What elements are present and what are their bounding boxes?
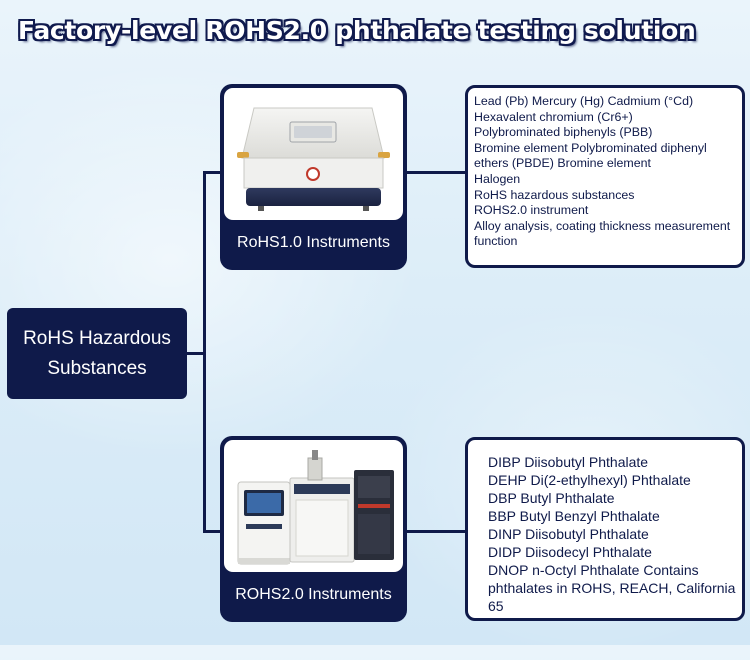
feature-item: BBP Butyl Benzyl Phthalate [488,508,660,524]
connector-root-to-trunk [187,352,205,355]
feature-item: DINP Diisobutyl Phthalate [488,526,649,542]
feature-item: Bromine element Polybrominated diphenyl … [474,140,707,171]
feature-item: DNOP n-Octyl Phthalate Contains phthalat… [488,562,736,614]
connector-inst1-to-info1 [406,171,466,174]
feature-item: DIBP Diisobutyl Phthalate [488,454,649,470]
root-label: RoHS Hazardous Substances [23,327,171,379]
feature-item: Alloy analysis, coating thickness measur… [474,218,731,249]
feature-item: RoHS hazardous substances [474,187,635,202]
feature-item: Hexavalent chromium (Cr6+) [474,109,633,124]
connector-trunk-to-inst1 [203,171,221,174]
connector-trunk [203,171,206,533]
xrf-analyzer-illustration [237,107,390,211]
instrument-photo-rohs2 [224,440,403,572]
feature-item: DBP Butyl Phthalate [488,490,615,506]
feature-item: ROHS2.0 instrument [474,203,589,218]
features-box-rohs2: DIBP Diisobutyl Phthalate DEHP Di(2-ethy… [465,437,745,621]
features-list-rohs2: DIBP Diisobutyl Phthalate DEHP Di(2-ethy… [488,453,736,615]
feature-item: Halogen [474,171,521,186]
page-title: Factory-level ROHS2.0 phthalate testing … [18,16,696,45]
gc-ms-illustration [237,450,394,565]
instrument-label-rohs1: RoHS1.0 Instruments [237,234,390,251]
root-node: RoHS Hazardous Substances [7,308,187,399]
feature-item: Lead (Pb) Mercury (Hg) Cadmium (°Cd) [474,94,694,108]
instrument-card-rohs1: RoHS1.0 Instruments [220,84,407,270]
connector-trunk-to-inst2 [203,530,221,533]
instrument-card-rohs2: ROHS2.0 Instruments [220,436,407,622]
instrument-photo-rohs1 [224,88,403,220]
feature-item: DIDP Diisodecyl Phthalate [488,544,652,560]
feature-item: Polybrominated biphenyls (PBB) [474,125,653,140]
features-list-rohs1: Lead (Pb) Mercury (Hg) Cadmium (°Cd) Hex… [474,94,738,250]
feature-item: DEHP Di(2-ethylhexyl) Phthalate [488,472,691,488]
instrument-label-rohs2: ROHS2.0 Instruments [235,586,392,603]
connector-inst2-to-info2 [406,530,466,533]
features-box-rohs1: Lead (Pb) Mercury (Hg) Cadmium (°Cd) Hex… [465,85,745,268]
